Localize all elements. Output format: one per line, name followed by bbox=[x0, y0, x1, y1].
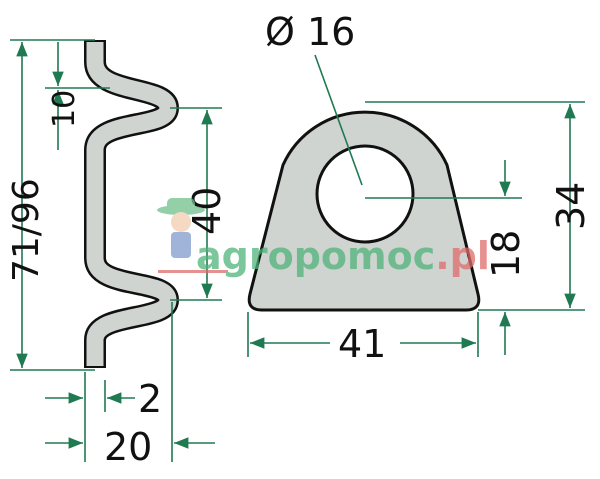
profile-length-label: 71/96 bbox=[6, 178, 47, 282]
thickness-label: 2 bbox=[138, 377, 162, 421]
watermark-text: agropomoc.pl bbox=[196, 234, 490, 278]
tab-height-label: 34 bbox=[549, 182, 593, 230]
dimension-lines bbox=[10, 39, 585, 462]
hole-center-height-label: 18 bbox=[484, 230, 528, 278]
bracket-tab bbox=[247, 110, 481, 312]
farmer-mascot-icon bbox=[157, 198, 228, 273]
mounting-hole bbox=[315, 144, 415, 244]
profile-depth-label: 20 bbox=[104, 425, 152, 469]
tab-width-label: 41 bbox=[338, 322, 386, 366]
profile-offset-label: 10 bbox=[47, 90, 82, 128]
bracket-profile bbox=[84, 40, 180, 368]
hole-diameter-label: Ø 16 bbox=[265, 10, 355, 54]
watermark: agropomoc.pl bbox=[157, 198, 490, 278]
